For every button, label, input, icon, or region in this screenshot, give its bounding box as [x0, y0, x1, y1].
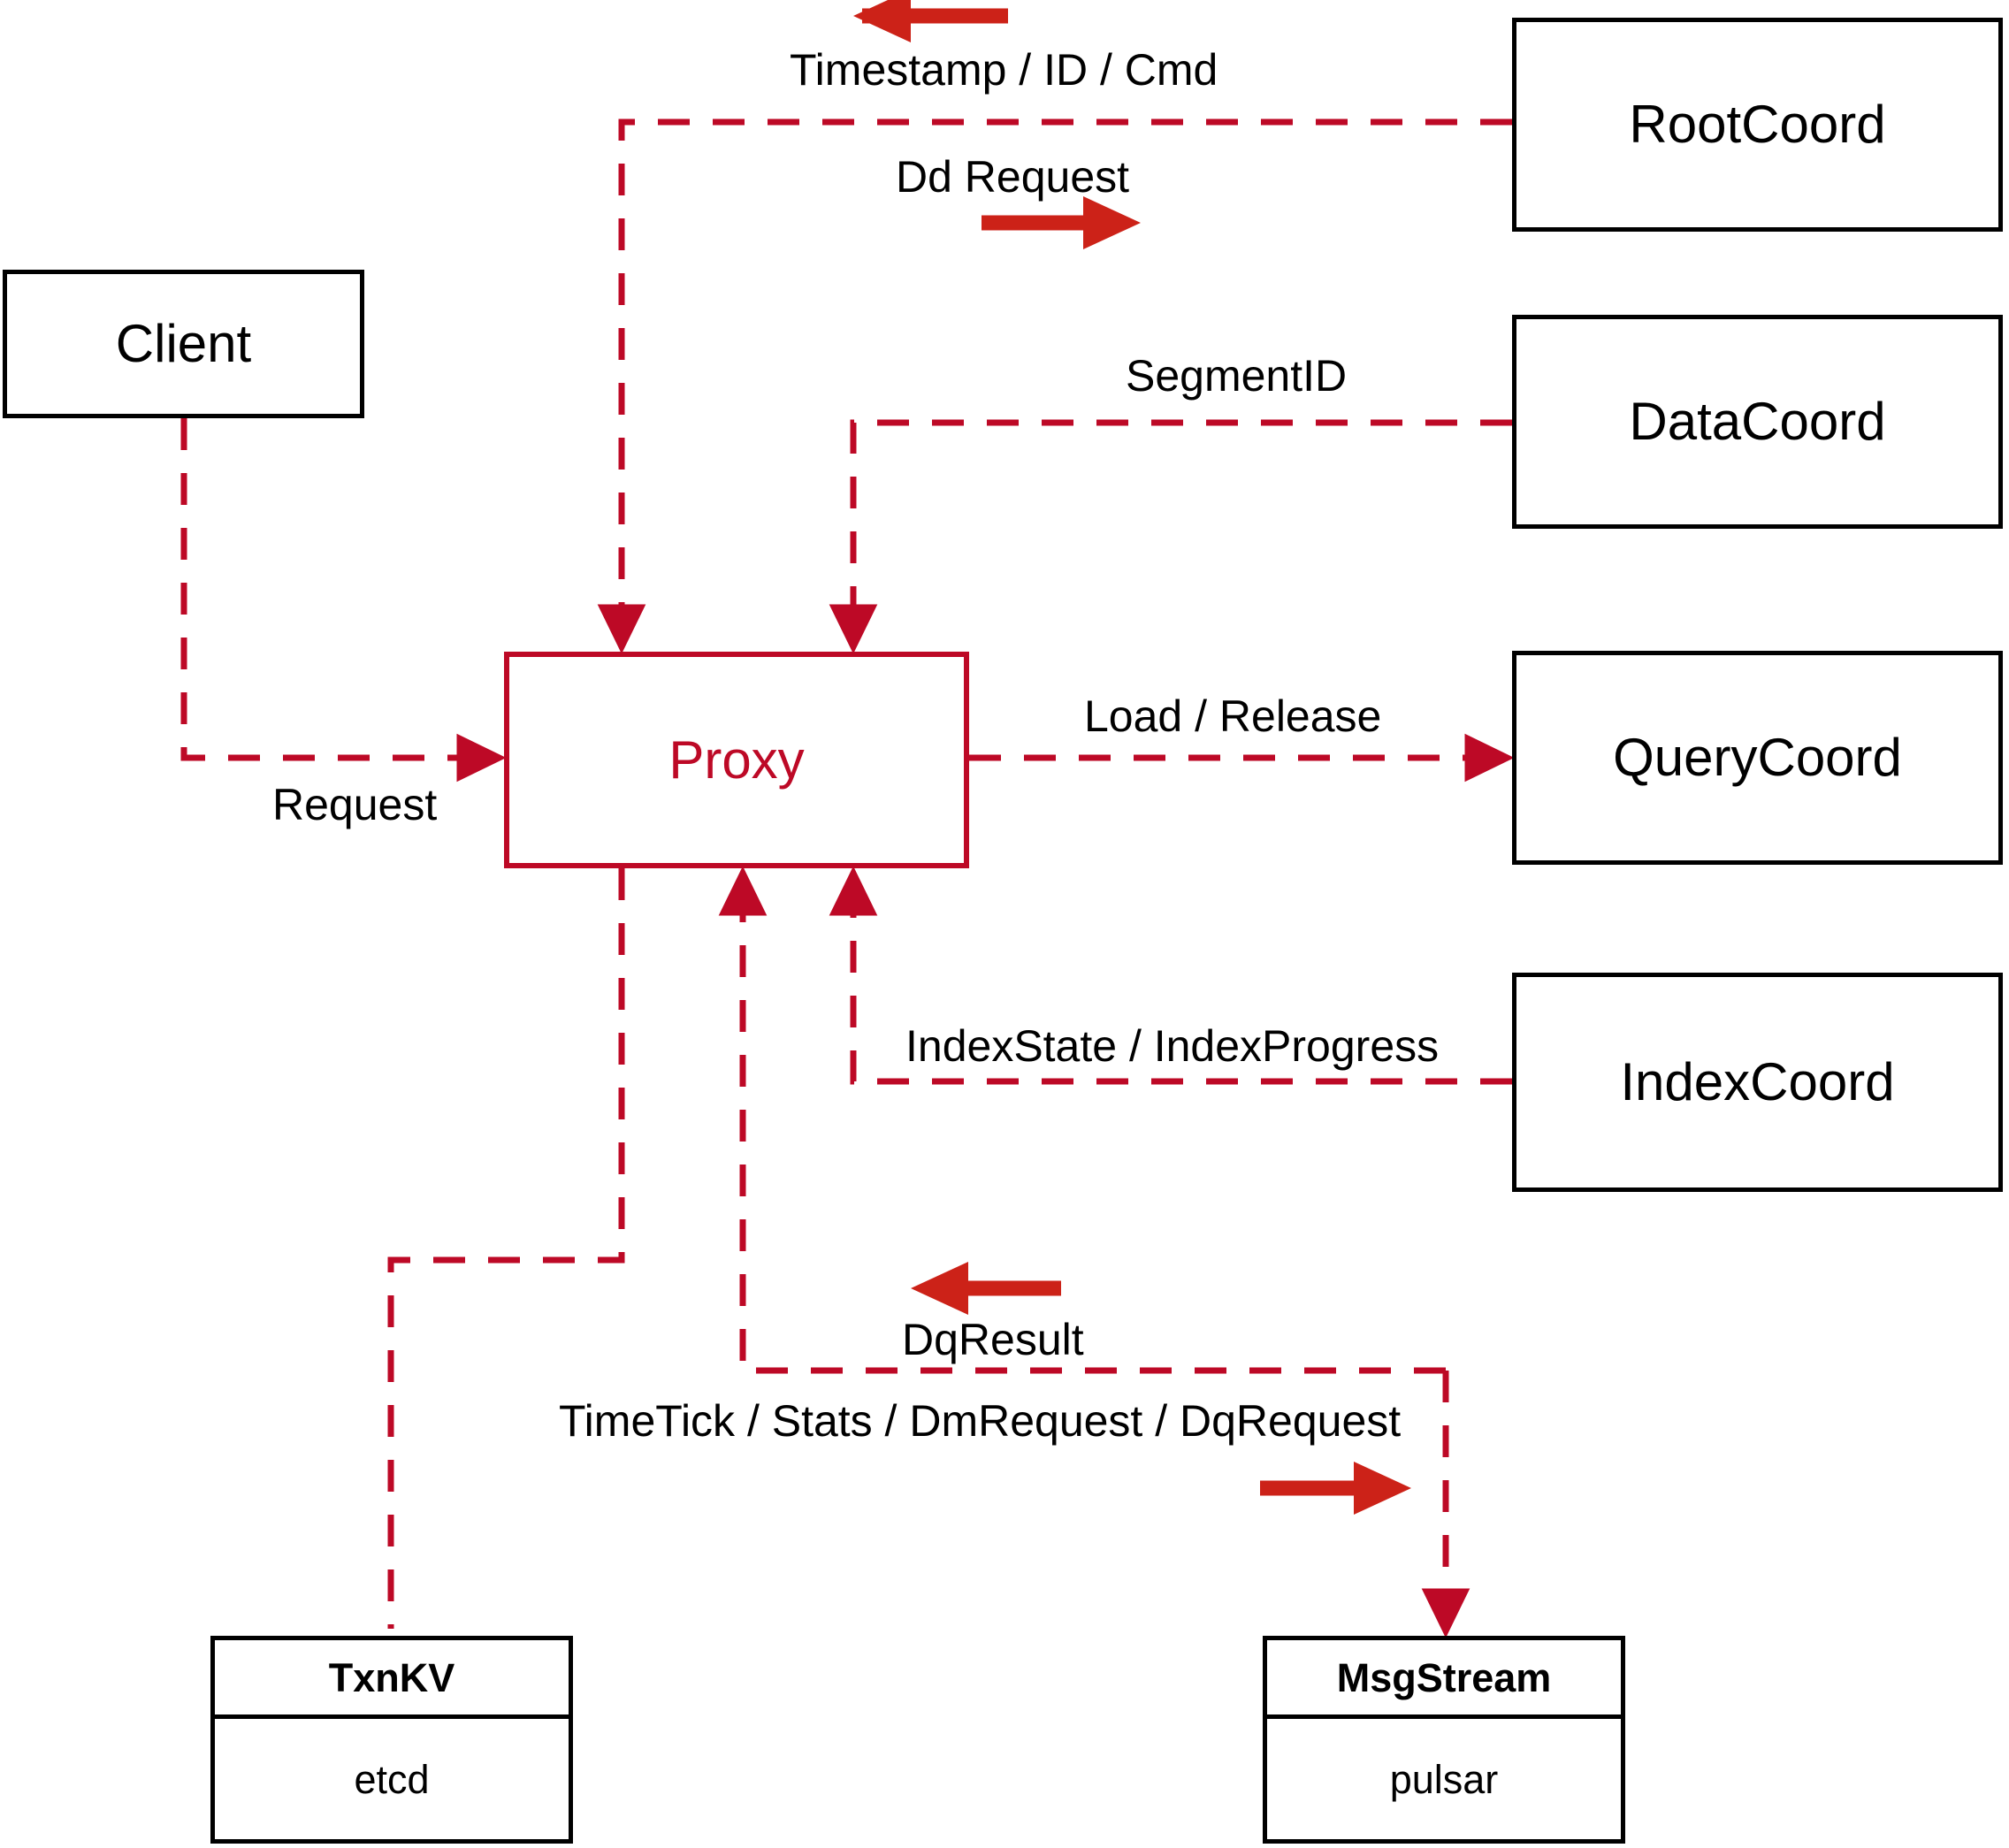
node-root-coord[interactable]: RootCoord: [1512, 18, 2003, 232]
direction-arrow-left-dqresult: [911, 1262, 1061, 1315]
node-proxy-label: Proxy: [668, 729, 805, 790]
node-msgstream[interactable]: MsgStream pulsar: [1263, 1636, 1625, 1844]
edge-label-dq-result: DqResult: [902, 1315, 1084, 1364]
node-txnkv-header: TxnKV: [215, 1640, 569, 1719]
node-txnkv-body: etcd: [354, 1756, 430, 1802]
node-query-coord-label: QueryCoord: [1613, 728, 1902, 787]
node-index-coord[interactable]: IndexCoord: [1512, 973, 2003, 1192]
direction-arrow-right-timetick: [1260, 1462, 1411, 1515]
wire-timestamp-id-cmd: [597, 118, 1512, 654]
node-data-coord-label: DataCoord: [1629, 392, 1886, 451]
wire-indexstate-indexprogress: [829, 866, 1512, 1085]
node-client[interactable]: Client: [3, 270, 364, 418]
direction-arrow-right-ddrequest: [982, 196, 1141, 249]
node-msgstream-body: pulsar: [1389, 1756, 1499, 1802]
edge-label-load-release: Load / Release: [1084, 691, 1382, 741]
node-query-coord[interactable]: QueryCoord: [1512, 651, 2003, 865]
wire-timetick-stats: [387, 868, 625, 1629]
node-msgstream-header: MsgStream: [1267, 1640, 1621, 1719]
node-index-coord-label: IndexCoord: [1620, 1052, 1895, 1111]
edge-label-dd-request: Dd Request: [896, 152, 1130, 202]
node-txnkv[interactable]: TxnKV etcd: [210, 1636, 573, 1844]
wire-dqresult: [718, 866, 1446, 1374]
edge-label-request: Request: [272, 780, 438, 829]
edge-label-timetick-stats: TimeTick / Stats / DmRequest / DqRequest: [559, 1396, 1402, 1446]
node-client-label: Client: [115, 314, 252, 373]
node-data-coord[interactable]: DataCoord: [1512, 315, 2003, 529]
direction-arrow-left-timestamp: [853, 0, 1008, 42]
edge-label-index-state-progress: IndexState / IndexProgress: [905, 1021, 1440, 1071]
edge-label-segment-id: SegmentID: [1126, 351, 1348, 401]
wire-request: [180, 418, 507, 783]
edge-label-timestamp-id-cmd: Timestamp / ID / Cmd: [790, 45, 1218, 95]
node-root-coord-label: RootCoord: [1629, 95, 1886, 154]
wire-segmentid: [829, 419, 1512, 654]
node-proxy[interactable]: Proxy: [504, 652, 969, 868]
